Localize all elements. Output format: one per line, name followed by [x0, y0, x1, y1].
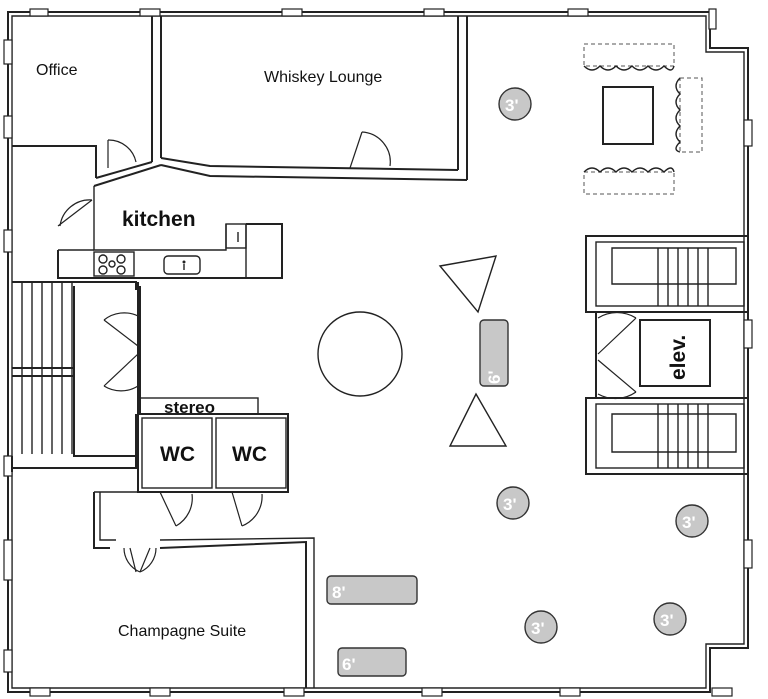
lounge-seating [583, 43, 703, 195]
round-dance-table [317, 311, 403, 397]
table-round-right-upper: 3' [675, 504, 709, 538]
left-stairs [11, 281, 141, 472]
office-door[interactable] [107, 139, 137, 168]
table-rect-center-label: 6' [485, 371, 504, 385]
table-rect-lower-8-label: 8' [332, 583, 346, 602]
upper-rooms-walls [12, 16, 468, 187]
elevator-label: elev. [667, 335, 690, 380]
sink-icon [163, 255, 201, 275]
triangle-table-upper [438, 255, 498, 314]
kitchen-door[interactable] [57, 199, 93, 227]
table-round-lower-mid: 3' [524, 610, 558, 644]
table-round-right-upper-label: 3' [682, 513, 696, 532]
stove-icon [93, 251, 135, 277]
right-stairs-upper [585, 235, 749, 313]
table-round-mid-label: 3' [503, 495, 517, 514]
table-rect-lower-8: 8' [326, 575, 418, 605]
elevator [595, 312, 711, 398]
table-round-lower-right-label: 3' [660, 611, 674, 630]
table-rect-lower-6: 6' [337, 647, 407, 677]
table-rect-lower-6-label: 6' [342, 655, 356, 674]
wc-right-label: WC [232, 443, 267, 466]
elevator-doors[interactable] [597, 312, 637, 400]
table-rect-center: 6' [479, 319, 509, 387]
triangle-table-lower [448, 392, 508, 447]
wc-left-label: WC [160, 443, 195, 466]
wc-block [137, 413, 289, 493]
stereo-label: stereo [164, 398, 215, 417]
champagne-suite-door[interactable] [123, 547, 157, 573]
table-round-lower-right: 3' [653, 602, 687, 636]
kitchen-label: kitchen [122, 208, 196, 231]
whiskey-lounge-door[interactable] [349, 131, 391, 169]
champagne-suite-walls [12, 414, 315, 688]
right-stairs-lower [585, 397, 749, 475]
office-label: Office [36, 62, 78, 79]
table-round-lower-mid-label: 3' [531, 619, 545, 638]
table-round-mid: 3' [496, 486, 530, 520]
champagne-suite-label: Champagne Suite [118, 623, 246, 640]
wc-right-door[interactable] [231, 491, 263, 527]
whiskey-lounge-label: Whiskey Lounge [264, 69, 382, 86]
left-double-doors[interactable] [103, 312, 139, 392]
table-round-top: 3' [498, 87, 532, 121]
wc-left-door[interactable] [159, 491, 193, 527]
kitchen-walls [57, 186, 283, 279]
table-round-top-label: 3' [505, 96, 519, 115]
